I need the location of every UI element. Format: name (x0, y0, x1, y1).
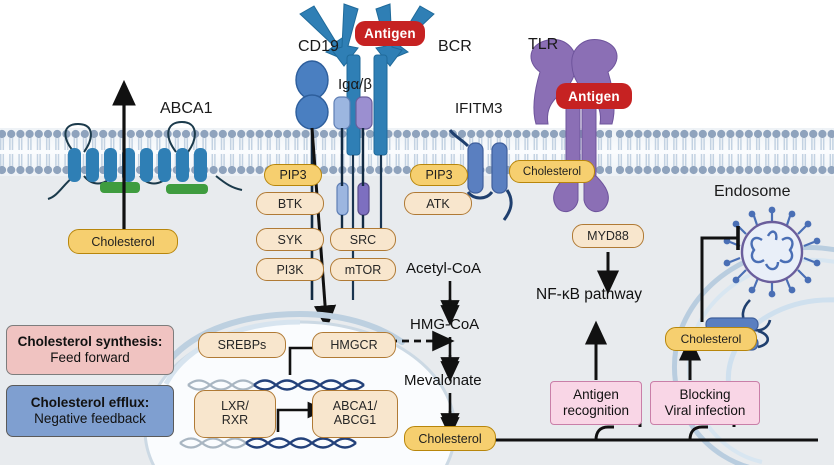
src-pill: SRC (330, 228, 396, 251)
ig-alpha-beta-label: Igα/β (338, 76, 372, 93)
pip3-ifitm3-pill: PIP3 (410, 164, 468, 186)
acetyl-coa-label: Acetyl-CoA (406, 260, 482, 277)
endosome-label: Endosome (714, 183, 791, 200)
btk-pill: BTK (256, 192, 324, 215)
syk-pill: SYK (256, 228, 324, 251)
cholesterol-inhibits-virus-arrow (700, 226, 740, 322)
mevalonate-label: Mevalonate (404, 372, 482, 389)
cholesterol-to-outcomes-lines (492, 425, 818, 442)
outcome-arrows (584, 320, 702, 380)
cholesterol-synthesis-title: Cholesterol synthesis: (17, 334, 163, 350)
virus-particle (723, 206, 821, 298)
abca1-label: ABCA1 (160, 100, 213, 117)
bcr-label: BCR (438, 38, 472, 55)
cd19-label: CD19 (298, 38, 339, 55)
cholesterol-efflux-box: Cholesterol efflux: Negative feedback (6, 385, 174, 437)
abca1-abcg1-line2: ABCG1 (333, 413, 377, 427)
atk-pill: ATK (404, 192, 472, 215)
cholesterol-efflux-title: Cholesterol efflux: (30, 395, 150, 411)
antigen-recognition-box: Antigen recognition (550, 381, 642, 425)
abca1-transporter (47, 79, 243, 240)
ifitm3-label: IFITM3 (455, 100, 503, 117)
cholesterol-efflux-subtitle: Negative feedback (34, 411, 146, 426)
myd88-pill: MYD88 (572, 224, 644, 248)
antigen-recognition-line1: Antigen (573, 387, 619, 403)
blocking-viral-line1: Blocking (679, 387, 731, 403)
lxr-rxr-line1: LXR/ (221, 399, 249, 414)
blocking-viral-infection-box: Blocking Viral infection (650, 381, 760, 425)
srebps-pill: SREBPs (198, 332, 286, 358)
endosome-cholesterol-pill: Cholesterol (665, 327, 757, 351)
membrane-cholesterol-pill: Cholesterol (509, 160, 595, 183)
lxr-rxr-line2: RXR (221, 413, 249, 427)
pi3k-pill: PI3K (256, 258, 324, 281)
mtor-pill: mTOR (330, 258, 396, 281)
synthesis-cholesterol-pill: Cholesterol (404, 426, 496, 451)
hmgcr-pill: HMGCR (312, 332, 396, 358)
cd19-to-nucleus-arrow (310, 127, 337, 330)
endosome-membrane-span (612, 128, 834, 176)
bcr-antigen-pill: Antigen (355, 21, 425, 46)
blocking-viral-line2: Viral infection (664, 403, 746, 418)
antigen-recognition-line2: recognition (562, 403, 630, 418)
tlr-receptor (530, 39, 618, 213)
abca1-abcg1-line1: ABCA1/ (332, 399, 378, 414)
tlr-antigen-pill: Antigen (556, 83, 632, 109)
ifitm3-protein (448, 129, 513, 221)
pip3-cd19-pill: PIP3 (264, 164, 322, 186)
efflux-cholesterol-pill: Cholesterol (68, 229, 178, 254)
hmg-coa-label: HMG-CoA (410, 316, 480, 333)
abca1-abcg1-pill: ABCA1/ ABCG1 (312, 390, 398, 438)
cd19-receptor (295, 60, 329, 312)
tlr-label: TLR (528, 36, 559, 53)
dna-strand-2 (179, 437, 357, 449)
lxr-to-abca1-arrow (276, 401, 326, 432)
cholesterol-synthesis-box: Cholesterol synthesis: Feed forward (6, 325, 174, 375)
nfkb-pathway-label: NF-κB pathway (536, 286, 642, 303)
dna-strand-1 (187, 379, 365, 391)
lxr-rxr-pill: LXR/ RXR (194, 390, 276, 438)
cholesterol-synthesis-subtitle: Feed forward (50, 350, 130, 365)
ig-alpha-beta (333, 96, 383, 300)
